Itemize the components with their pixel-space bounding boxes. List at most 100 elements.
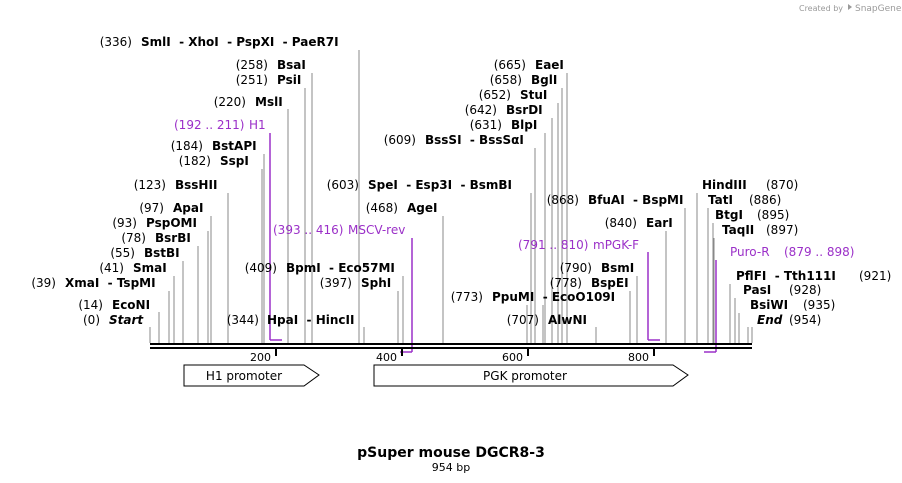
site-name: SpeI - Esp3I - BsmBI bbox=[368, 178, 512, 192]
site-name: SphI bbox=[361, 276, 391, 290]
site-position: (652) bbox=[479, 88, 511, 102]
site-position: (954) bbox=[789, 313, 821, 327]
site-name: SspI bbox=[220, 154, 249, 168]
site-position: (184) bbox=[171, 139, 203, 153]
site-position: (97) bbox=[139, 201, 164, 215]
site-position: (258) bbox=[236, 58, 268, 72]
site-position: (665) bbox=[494, 58, 526, 72]
map-title: pSuper mouse DGCR8-3 bbox=[357, 445, 545, 461]
ruler-tick-label: 400 bbox=[376, 351, 397, 364]
site-position: (870) bbox=[766, 178, 798, 192]
site-name-end: End bbox=[757, 313, 783, 327]
site-position: (344) bbox=[227, 313, 259, 327]
site-position: (658) bbox=[490, 73, 522, 87]
primer-labels: (192 .. 211) H1 (393 .. 416) MSCV-rev (7… bbox=[174, 118, 854, 259]
credit-brand: SnapGene bbox=[855, 4, 902, 14]
site-position: (707) bbox=[507, 313, 539, 327]
site-position: (409) bbox=[245, 261, 277, 275]
site-position: (182) bbox=[179, 154, 211, 168]
site-name: BstBI bbox=[144, 246, 180, 260]
site-name: BglI bbox=[531, 73, 557, 87]
feature-pgk-promoter: PGK promoter bbox=[373, 364, 689, 387]
site-name: BsrDI bbox=[506, 103, 543, 117]
site-name: EcoNI bbox=[112, 298, 150, 312]
site-position: (886) bbox=[749, 193, 781, 207]
site-name: XmaI - TspMI bbox=[65, 276, 156, 290]
primer-range: (791 .. 810) bbox=[518, 238, 588, 252]
site-name: PflFI - Tth111I bbox=[736, 269, 836, 283]
site-name: AlwNI bbox=[548, 313, 587, 327]
site-position: (840) bbox=[605, 216, 637, 230]
site-name: PasI bbox=[743, 283, 771, 297]
primer-name: MSCV-rev bbox=[348, 223, 405, 237]
site-position: (773) bbox=[451, 290, 483, 304]
site-position: (897) bbox=[766, 223, 798, 237]
site-name: MslI bbox=[255, 95, 283, 109]
ruler: 200 400 600 800 bbox=[250, 348, 655, 364]
site-name: BlpI bbox=[511, 118, 537, 132]
site-position: (935) bbox=[803, 298, 835, 312]
site-name: TatI bbox=[708, 193, 733, 207]
site-position: (220) bbox=[214, 95, 246, 109]
leader-lines bbox=[149, 50, 753, 343]
site-name: SmlI - XhoI - PspXI - PaeR7I bbox=[141, 35, 339, 49]
site-position: (642) bbox=[465, 103, 497, 117]
site-name-start: Start bbox=[109, 313, 144, 327]
primer-range: (393 .. 416) bbox=[273, 223, 343, 237]
ruler-tick-label: 200 bbox=[250, 351, 271, 364]
site-position: (397) bbox=[320, 276, 352, 290]
primer-name: Puro-R bbox=[730, 245, 770, 259]
site-position: (603) bbox=[327, 178, 359, 192]
primer-range: (879 .. 898) bbox=[784, 245, 854, 259]
site-position: (0) bbox=[83, 313, 100, 327]
site-name: BsiWI bbox=[750, 298, 788, 312]
site-position: (631) bbox=[470, 118, 502, 132]
feature-h1-promoter: H1 promoter bbox=[183, 364, 320, 387]
site-position: (14) bbox=[78, 298, 103, 312]
site-position: (93) bbox=[112, 216, 137, 230]
ruler-tick-label: 800 bbox=[628, 351, 649, 364]
site-name: TaqII bbox=[722, 223, 754, 237]
site-name: BspEI bbox=[591, 276, 629, 290]
site-name: PpuMI - EcoO109I bbox=[492, 290, 615, 304]
site-position: (790) bbox=[560, 261, 592, 275]
site-name: BsrBI bbox=[155, 231, 191, 245]
site-position: (468) bbox=[366, 201, 398, 215]
site-name: EarI bbox=[646, 216, 673, 230]
site-name: BssSI - BssSαI bbox=[425, 133, 524, 147]
map-subtitle: 954 bp bbox=[432, 461, 470, 474]
sequence-backbone bbox=[150, 343, 752, 349]
site-name: BtgI bbox=[715, 208, 743, 222]
site-name: BssHII bbox=[175, 178, 217, 192]
site-position: (868) bbox=[547, 193, 579, 207]
site-name: BsaI bbox=[277, 58, 306, 72]
site-position: (928) bbox=[789, 283, 821, 297]
feature-label: H1 promoter bbox=[206, 369, 282, 383]
site-name: BstAPI bbox=[212, 139, 257, 153]
site-name: PsiI bbox=[277, 73, 301, 87]
site-name: HindIII bbox=[702, 178, 747, 192]
credit-prefix: Created by bbox=[799, 4, 843, 13]
site-name: BsmI bbox=[601, 261, 634, 275]
site-position: (41) bbox=[99, 261, 124, 275]
site-name: HpaI - HincII bbox=[267, 313, 354, 327]
site-name: PspOMI bbox=[146, 216, 197, 230]
snapgene-logo-icon bbox=[848, 4, 852, 10]
site-position: (921) bbox=[859, 269, 891, 283]
primer-marks bbox=[269, 133, 717, 353]
primer-range: (192 .. 211) bbox=[174, 118, 244, 132]
site-position: (336) bbox=[100, 35, 132, 49]
site-name: SmaI bbox=[133, 261, 167, 275]
site-name: BpmI - Eco57MI bbox=[286, 261, 395, 275]
primer-name: mPGK-F bbox=[593, 238, 639, 252]
site-position: (39) bbox=[31, 276, 56, 290]
site-name: ApaI bbox=[173, 201, 203, 215]
site-position: (609) bbox=[384, 133, 416, 147]
restriction-site-labels: (336) SmlI - XhoI - PspXI - PaeR7I (258)… bbox=[31, 35, 891, 327]
site-name: AgeI bbox=[407, 201, 437, 215]
site-position: (123) bbox=[134, 178, 166, 192]
site-position: (78) bbox=[121, 231, 146, 245]
primer-name: H1 bbox=[249, 118, 266, 132]
site-position: (55) bbox=[110, 246, 135, 260]
